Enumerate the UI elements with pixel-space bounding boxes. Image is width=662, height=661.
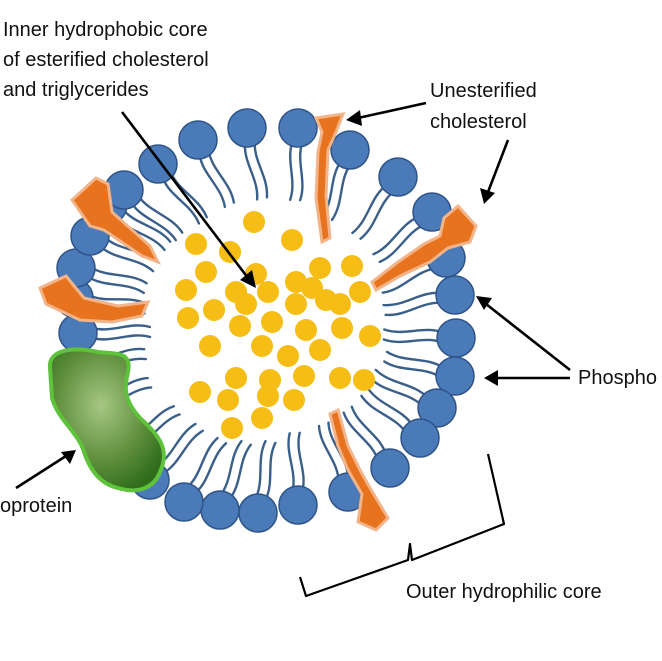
unesterified-label-line2: cholesterol: [430, 111, 527, 133]
core-lipid-droplet: [285, 293, 307, 315]
phospholipid-tail: [287, 432, 295, 493]
phospholipid-tail: [162, 429, 204, 475]
arrow-unesterified-2: [486, 139, 510, 193]
core-lipid-droplet: [309, 257, 331, 279]
core-lipid-droplet: [177, 307, 199, 329]
unesterified-cholesterol-molecules: [38, 112, 478, 532]
apoprotein-shape: [47, 347, 166, 493]
core-lipid-droplet: [185, 233, 207, 255]
phospholipid-head: [278, 485, 318, 525]
core-lipid-droplet: [359, 325, 381, 347]
phospholipid-tail: [264, 441, 277, 502]
annotation-arrows: [15, 101, 571, 490]
core-lipid-droplet: [295, 319, 317, 341]
core-lipid-droplet: [331, 317, 353, 339]
core-label-line3: and triglycerides: [3, 79, 149, 101]
core-lipid-droplet: [221, 417, 243, 439]
arrow-core-head: [240, 270, 256, 288]
arrow-unesterified-1: [357, 101, 427, 120]
cholesterol-molecule: [70, 176, 162, 265]
phospholipid-head: [227, 108, 267, 148]
phospholipid-label: Phospho: [578, 367, 657, 389]
arrow-phospho-1-head: [476, 296, 492, 310]
cholesterol-molecule: [370, 203, 478, 293]
phospholipid-tail: [90, 334, 152, 341]
arrow-unesterified-1-head: [346, 110, 362, 126]
core-lipid-droplet: [281, 229, 303, 251]
core-lipid-droplet: [229, 315, 251, 337]
core-lipid-droplet: [329, 367, 351, 389]
apoprotein-label: oprotein: [0, 495, 72, 517]
core-label-line2: of esterified cholesterol: [3, 49, 209, 71]
arrow-core: [120, 111, 250, 279]
phospholipid-tail: [382, 338, 443, 344]
arrow-apoprotein: [15, 454, 67, 490]
outer-core-brace: [298, 453, 506, 598]
core-lipid-droplet: [309, 339, 331, 361]
core-lipid-droplet: [199, 335, 221, 357]
core-lipid-droplet: [225, 367, 247, 389]
core-lipid-droplet: [277, 345, 299, 367]
arrow-unesterified-2-head: [480, 188, 495, 204]
phospholipid-tail: [254, 440, 267, 500]
phospholipid-head: [330, 130, 370, 170]
phospholipid-head: [370, 448, 410, 488]
phospholipid-tail: [219, 439, 243, 497]
core-lipid-droplet: [251, 407, 273, 429]
outer-core-label: Outer hydrophilic core: [406, 581, 602, 603]
phospholipid-tail: [383, 360, 442, 379]
core-label-line1: Inner hydrophobic core: [3, 19, 208, 41]
phospholipid-head: [435, 356, 475, 396]
core-lipid-droplet: [217, 389, 239, 411]
core-lipid-droplet: [243, 211, 265, 233]
cholesterol-molecule: [313, 112, 346, 245]
core-lipid-droplet: [283, 389, 305, 411]
phospholipid-head: [238, 493, 278, 533]
phospholipid-head: [178, 120, 218, 160]
core-lipid-droplet: [329, 293, 351, 315]
core-lipid-droplet: [189, 381, 211, 403]
phospholipid-tail: [383, 328, 444, 334]
phospholipid-head: [436, 318, 476, 358]
phospholipid-head: [278, 108, 318, 148]
phospholipid-head: [417, 388, 457, 428]
hydrophobic-core: [175, 211, 381, 439]
core-lipid-droplet: [175, 279, 197, 301]
core-lipid-droplet: [341, 255, 363, 277]
phospholipid-tail: [297, 431, 305, 492]
core-lipid-droplet: [353, 369, 375, 391]
core-lipid-droplet: [235, 293, 257, 315]
arrow-phospho-2-head: [484, 370, 498, 386]
phospholipid-head: [164, 482, 204, 522]
core-lipid-droplet: [301, 277, 323, 299]
core-lipid-droplet: [257, 281, 279, 303]
core-lipid-droplet: [203, 299, 225, 321]
core-lipid-droplet: [293, 365, 315, 387]
phospholipid-tail: [228, 443, 252, 500]
core-lipid-droplet: [349, 281, 371, 303]
core-lipid-droplet: [257, 385, 279, 407]
phospholipid-tail: [288, 140, 294, 201]
phospholipid-head: [400, 418, 440, 458]
phospholipid-head: [435, 275, 475, 315]
phospholipid-tail: [161, 176, 201, 225]
cholesterol-molecule: [328, 407, 390, 532]
phospholipid-tail: [90, 324, 152, 331]
phospholipid-tail: [298, 140, 304, 202]
phospholipid-head: [378, 157, 418, 197]
arrow-phospho-1: [485, 302, 571, 372]
phospholipid-tail: [385, 350, 445, 369]
core-lipid-droplet: [259, 369, 281, 391]
cholesterol-molecule: [38, 274, 151, 324]
phospholipid-head: [200, 490, 240, 530]
core-lipid-droplet: [261, 311, 283, 333]
arrow-apoprotein-head: [61, 450, 76, 464]
core-lipid-droplet: [251, 335, 273, 357]
core-lipid-droplet: [195, 261, 217, 283]
unesterified-label-line1: Unesterified: [430, 80, 537, 102]
